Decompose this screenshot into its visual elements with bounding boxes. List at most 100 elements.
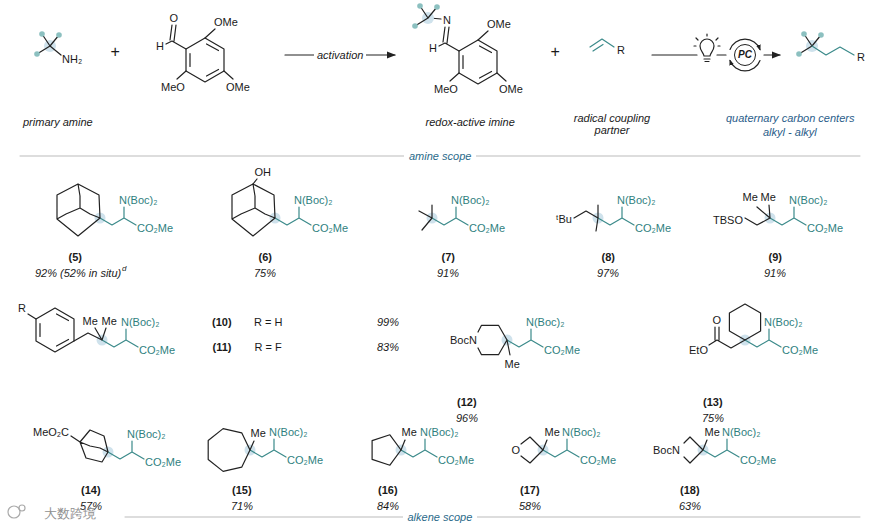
compound-9 bbox=[765, 207, 807, 225]
watermark-logo bbox=[19, 505, 25, 511]
compound-14 bbox=[103, 441, 145, 459]
atom-label: Me bbox=[402, 426, 417, 439]
compound-number: (16) bbox=[378, 484, 398, 497]
compound-number: (12) bbox=[457, 396, 477, 409]
compound-number: (17) bbox=[520, 484, 540, 497]
atom-label: N(Boc)₂ bbox=[451, 194, 490, 207]
atom-label: CO₂Me bbox=[139, 344, 175, 357]
atom-label: N bbox=[443, 14, 451, 27]
yield-label: 83% bbox=[377, 341, 399, 354]
atom-label: Me bbox=[83, 315, 98, 328]
compound-6 bbox=[232, 184, 275, 236]
atom-label: N(Boc)₂ bbox=[119, 194, 158, 207]
compound-14 bbox=[71, 430, 108, 462]
catalyst-label: PC bbox=[738, 50, 752, 60]
atom-label: MeO bbox=[161, 81, 185, 94]
atom-label: MeO₂C bbox=[33, 426, 69, 439]
atom-label: N(Boc)₂ bbox=[269, 426, 308, 439]
compound-8 bbox=[574, 205, 598, 231]
amine-structure bbox=[34, 31, 62, 57]
caption: alkyl - alkyl bbox=[763, 126, 817, 139]
yield-label: 58% bbox=[519, 500, 541, 513]
atom-label: CO₂Me bbox=[740, 454, 776, 467]
compound-number: (9) bbox=[769, 251, 782, 264]
compound-number: (13) bbox=[703, 396, 723, 409]
compound-number: (7) bbox=[442, 251, 455, 264]
atom-label: MeO bbox=[434, 83, 458, 96]
compound-number: (14) bbox=[81, 484, 101, 497]
yield-label: 96% bbox=[456, 412, 478, 425]
compound-13 bbox=[709, 304, 761, 348]
compound-6 bbox=[270, 207, 312, 225]
amine-structure bbox=[50, 46, 61, 55]
yield-label: 99% bbox=[377, 316, 399, 329]
atom-label: Me bbox=[251, 427, 266, 440]
atom-label: CO₂Me bbox=[635, 222, 671, 235]
yield-label: 75% bbox=[254, 267, 276, 280]
watermark-logo bbox=[8, 505, 25, 518]
caption: primary amine bbox=[23, 116, 93, 129]
compound-7 bbox=[427, 207, 469, 225]
compound-10 bbox=[36, 308, 74, 352]
section-heading: amine scope bbox=[404, 150, 476, 163]
yield-label: 84% bbox=[377, 500, 399, 513]
atom-label: BocN bbox=[450, 334, 477, 347]
atom-label: N(Boc)₂ bbox=[562, 426, 601, 439]
photoredox-arrow bbox=[764, 54, 780, 55]
product-structure bbox=[812, 46, 854, 55]
atom-label: CO₂Me bbox=[312, 222, 348, 235]
atom-label: OMe bbox=[487, 18, 511, 31]
atom-label: Me bbox=[761, 191, 776, 204]
atom-label: R bbox=[617, 44, 625, 57]
atom-label: H bbox=[156, 40, 164, 53]
imine-structure bbox=[412, 3, 506, 84]
compound-number: (5) bbox=[69, 251, 82, 264]
atom-label: O bbox=[512, 444, 521, 457]
atom-label: ᵗBu bbox=[556, 213, 572, 226]
atom-label: CO₂Me bbox=[782, 344, 818, 357]
section-line bbox=[125, 517, 860, 518]
yield-label: 97% bbox=[597, 267, 619, 280]
atom-label: EtO bbox=[689, 344, 708, 357]
light-bulb bbox=[704, 59, 710, 62]
compound-number: (18) bbox=[680, 484, 700, 497]
atom-label: CO₂Me bbox=[145, 456, 181, 469]
section-line bbox=[20, 156, 860, 517]
atom-label: OMe bbox=[226, 81, 250, 94]
compound-5 bbox=[95, 207, 137, 225]
alkene-structure bbox=[590, 39, 614, 51]
compound-16 bbox=[401, 440, 405, 450]
watermark-logo bbox=[8, 506, 20, 518]
compound-8 bbox=[593, 207, 635, 225]
compound-number: (6) bbox=[259, 251, 272, 264]
atom-label: CO₂Me bbox=[438, 454, 474, 467]
compound-7 bbox=[419, 205, 432, 230]
atom-label: NH₂ bbox=[62, 53, 82, 66]
compound-17 bbox=[521, 437, 547, 463]
compound-15 bbox=[245, 439, 287, 457]
atom-label: N(Boc)₂ bbox=[722, 426, 761, 439]
compound-8 bbox=[574, 205, 634, 231]
atom-label: H bbox=[429, 42, 437, 55]
plus-sign: + bbox=[551, 43, 560, 61]
atom-label: OMe bbox=[499, 83, 523, 96]
imine-structure bbox=[439, 27, 506, 84]
photoredox-arrow bbox=[652, 54, 697, 55]
atom-label: Me bbox=[743, 191, 758, 204]
atom-label: N(Boc)₂ bbox=[617, 194, 656, 207]
atom-label: CO₂Me bbox=[580, 454, 616, 467]
yield-label: 63% bbox=[679, 500, 701, 513]
atom-label: R = F bbox=[255, 341, 282, 354]
light-bulb bbox=[694, 34, 720, 62]
compound-number: (11) bbox=[213, 341, 232, 354]
amine-structure bbox=[34, 31, 62, 57]
footnote-mark: d bbox=[122, 264, 126, 273]
atom-label: N(Boc)₂ bbox=[127, 428, 166, 441]
atom-label: CO₂Me bbox=[137, 222, 173, 235]
caption: quaternary carbon centers bbox=[726, 112, 854, 125]
compound-12 bbox=[478, 325, 510, 355]
compound-15 bbox=[250, 441, 254, 450]
